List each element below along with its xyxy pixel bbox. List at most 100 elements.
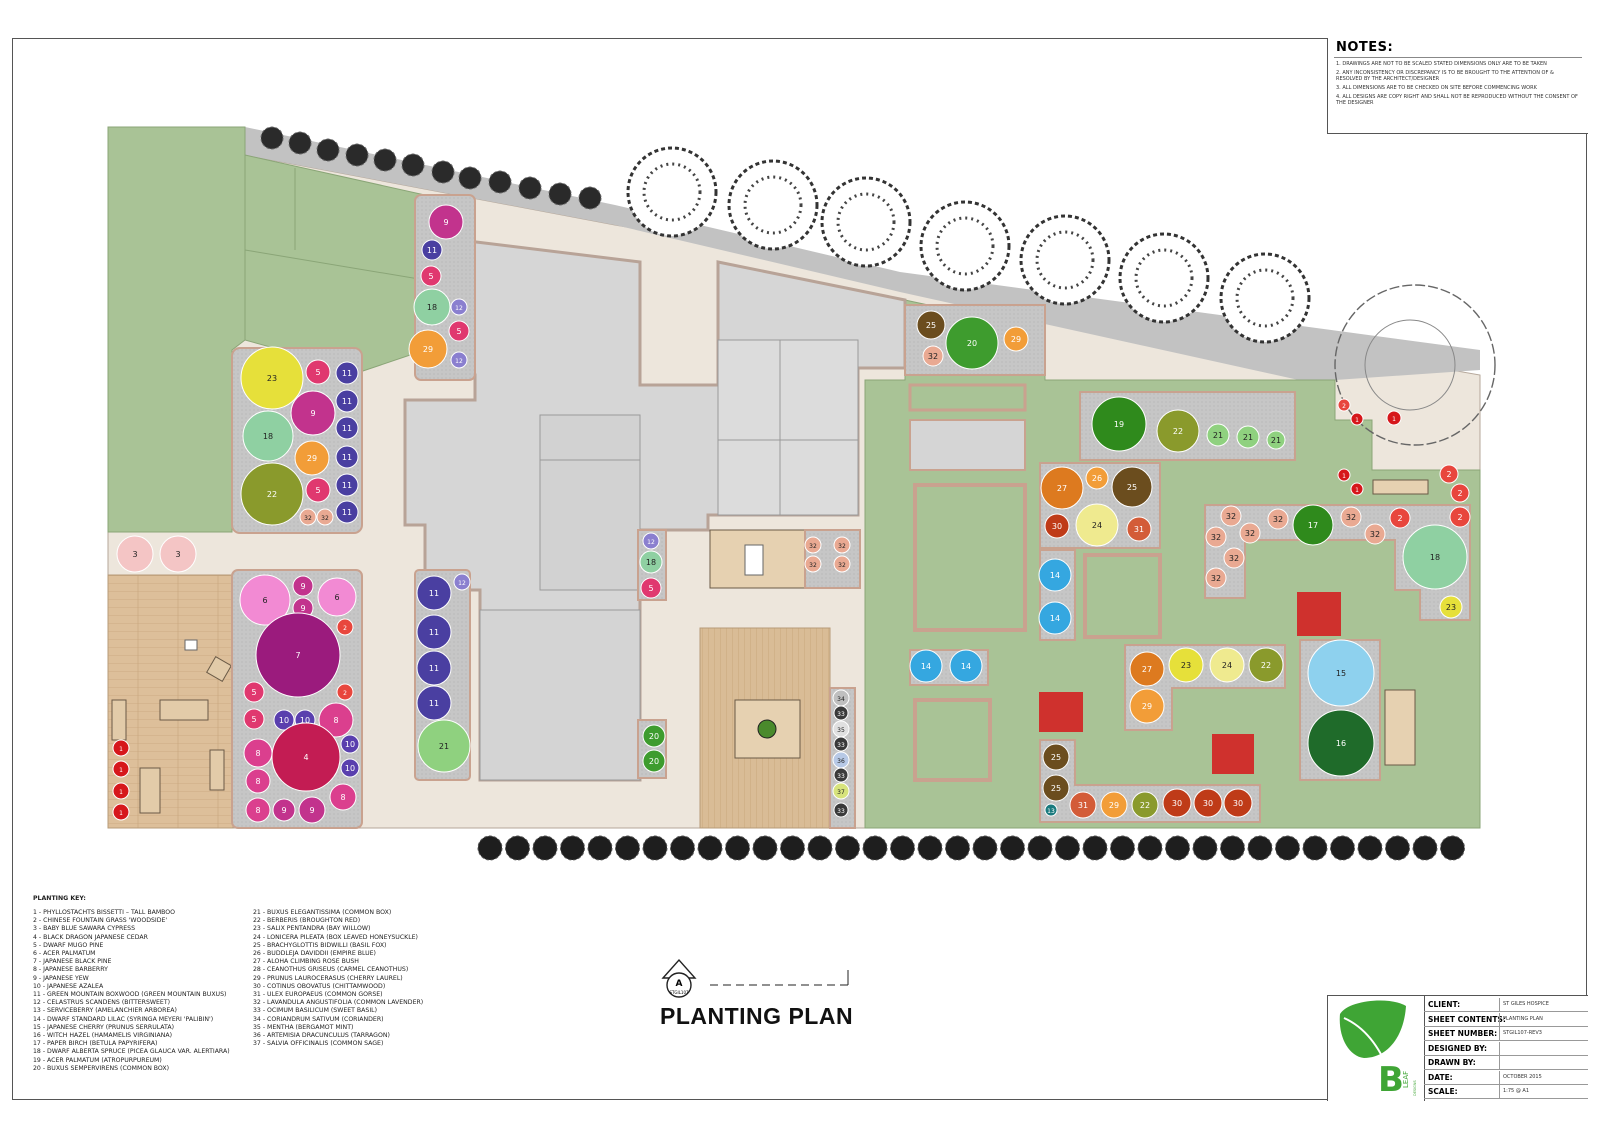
title-block-label: CLIENT:	[1428, 1000, 1461, 1009]
plant-number: 35	[837, 727, 845, 734]
plant-circle	[305, 359, 331, 385]
plant-circle	[1450, 483, 1470, 503]
plant-number: 32	[1370, 530, 1380, 539]
plant-circle	[640, 577, 662, 599]
plant-circle	[945, 316, 999, 370]
plant-symbol: 25	[1042, 743, 1070, 771]
plant-symbol: 5	[305, 477, 331, 503]
plant-number: 11	[342, 397, 352, 406]
plant-circle	[833, 736, 849, 752]
planting-key-item: 10 - JAPANESE AZALEA	[33, 982, 104, 990]
plant-circle	[1111, 466, 1153, 508]
plant-symbol: 9	[290, 390, 336, 436]
plant-circle	[1044, 513, 1070, 539]
plant-circle	[245, 797, 271, 823]
plant-symbol: 14	[1038, 601, 1072, 635]
plant-number: 21	[1243, 433, 1253, 442]
plant-circle	[335, 473, 359, 497]
plant-circle	[1439, 464, 1459, 484]
plant-number: 10	[345, 740, 355, 749]
planting-key-item: 7 - JAPANESE BLACK PINE	[33, 958, 112, 966]
boundary-shrub	[316, 138, 340, 162]
plant-symbol: 2	[1439, 464, 1459, 484]
plant-circle	[1129, 651, 1165, 687]
plant-symbol: 11	[335, 445, 359, 469]
plant-number: 30	[1233, 799, 1243, 808]
title-block-row: SHEET CONTENTS:PLANTING PLAN	[1424, 1012, 1588, 1027]
plant-circle	[1402, 524, 1468, 590]
plant-symbol: 24	[1075, 503, 1119, 547]
hedge-shrub	[1440, 835, 1465, 861]
plant-number: 18	[427, 303, 437, 312]
plant-symbol: 14	[949, 649, 983, 683]
plant-circle	[1205, 526, 1227, 548]
plant-circle	[336, 618, 354, 636]
hedge-shrub	[1412, 835, 1438, 861]
plant-symbol: 2	[1389, 507, 1411, 529]
hedge-shrub	[505, 835, 530, 861]
plant-number: 12	[647, 539, 655, 546]
title-block-value: STGIL107-REV3	[1503, 1030, 1542, 1036]
planting-key-item: 4 - BLACK DRAGON JAPANESE CEDAR	[33, 933, 148, 941]
plant-symbol: 5	[640, 577, 662, 599]
plant-symbol: 20	[642, 749, 666, 773]
plant-number: 24	[1092, 521, 1102, 530]
plant-circle	[112, 760, 130, 778]
hedge-shrub	[587, 835, 613, 861]
section-ref: STGIL107	[669, 990, 689, 995]
plant-number: 37	[837, 789, 845, 796]
hedge-shrub	[752, 835, 778, 861]
plant-number: 8	[255, 806, 260, 815]
plant-circle	[1075, 503, 1119, 547]
planting-key-item: 31 - ULEX EUROPAEUS (COMMON GORSE)	[253, 991, 383, 999]
plant-circle	[1193, 788, 1223, 818]
title-block-label: DATE:	[1428, 1072, 1453, 1082]
plant-circle	[243, 681, 265, 703]
hedge-shrub	[642, 835, 668, 861]
plant-number: 1	[119, 810, 123, 817]
plant-symbol: 24	[1209, 647, 1245, 683]
boundary-shrub	[288, 131, 312, 155]
plant-number: 11	[342, 453, 352, 462]
plant-circle	[255, 612, 341, 698]
boundary-tree-inner	[642, 162, 702, 222]
plant-number: 14	[961, 662, 971, 671]
plant-number: 21	[1271, 436, 1281, 445]
plant-number: 9	[309, 806, 314, 815]
plant-circle	[112, 782, 130, 800]
plant-circle	[642, 532, 660, 550]
plant-symbol: 32	[833, 555, 851, 573]
plant-circle	[340, 734, 360, 754]
plant-number: 31	[1134, 525, 1144, 534]
plant-circle	[428, 204, 464, 240]
title-block-label: SHEET CONTENTS:	[1428, 1014, 1506, 1024]
boundary-shrub	[373, 148, 397, 172]
logo-word: LEAF	[1402, 1071, 1410, 1088]
hedge-shrub	[835, 835, 860, 861]
plant-symbol: 3	[159, 535, 197, 573]
plant-number: 32	[1229, 554, 1239, 563]
plant-symbol: 15	[1307, 639, 1375, 707]
plant-symbol: 25	[916, 310, 946, 340]
plant-symbol: 34	[832, 689, 850, 707]
plant-symbol: 32	[1340, 506, 1362, 528]
plant-symbol: 3	[116, 535, 154, 573]
planting-key-item: 36 - ARTEMISIA DRACUNCULUS (TARRAGON)	[253, 1032, 390, 1040]
plant-number: 27	[1057, 484, 1067, 493]
plant-symbol: 22	[1248, 647, 1284, 683]
plant-circle	[833, 705, 849, 721]
plant-symbol: 5	[305, 359, 331, 385]
plant-circle	[1040, 466, 1084, 510]
planting-key-column-1: 1 - PHYLLOSTACHTS BISSETTI – TALL BAMBOO…	[33, 909, 230, 1073]
plant-symbol: 2	[1450, 483, 1470, 503]
plant-symbol: 11	[416, 614, 452, 650]
section-letter: A	[676, 979, 683, 989]
plant-number: 11	[429, 664, 439, 673]
plant-circle	[833, 802, 849, 818]
plant-circle	[1266, 430, 1286, 450]
plant-number: 2	[1446, 470, 1451, 479]
plant-number: 1	[1392, 416, 1396, 423]
plant-circle	[1156, 409, 1200, 453]
plant-symbol: 33	[833, 802, 849, 818]
